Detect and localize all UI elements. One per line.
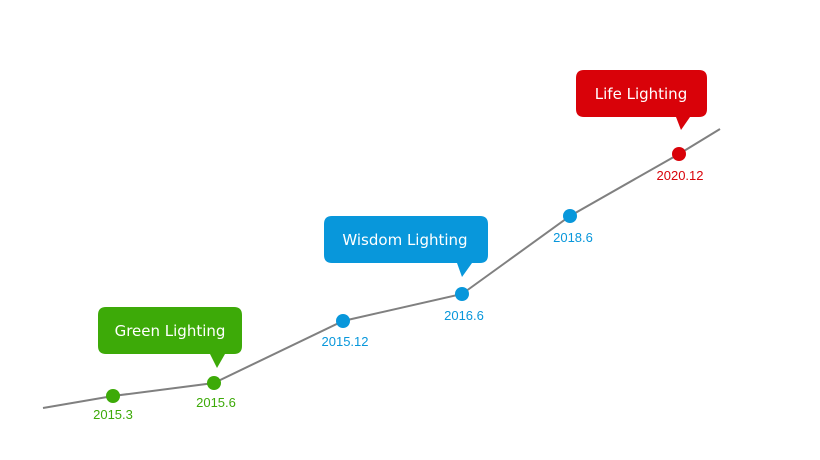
- milestone-date-label: 2018.6: [553, 230, 593, 245]
- milestone-date-label: 2015.6: [196, 395, 236, 410]
- milestone-dot: [455, 287, 469, 301]
- milestone-dot: [207, 376, 221, 390]
- callout-bubble: [576, 70, 707, 130]
- callout-green-lighting: Green Lighting: [98, 307, 242, 368]
- milestone-dot: [563, 209, 577, 223]
- milestone-dot: [672, 147, 686, 161]
- milestone-date-label: 2015.3: [93, 407, 133, 422]
- milestone-dot: [336, 314, 350, 328]
- callout-label: Life Lighting: [595, 85, 687, 103]
- callout-wisdom-lighting: Wisdom Lighting: [324, 216, 488, 277]
- callout-label: Green Lighting: [115, 322, 226, 340]
- callout-label: Wisdom Lighting: [342, 231, 467, 249]
- callout-bubble: [324, 216, 488, 277]
- callout-life-lighting: Life Lighting: [576, 70, 707, 130]
- milestone-date-label: 2015.12: [322, 334, 369, 349]
- timeline-line: [42, 128, 721, 409]
- milestone-date-label: 2020.12: [657, 168, 704, 183]
- milestone-date-label: 2016.6: [444, 308, 484, 323]
- callout-bubble: [98, 307, 242, 368]
- milestone-dot: [106, 389, 120, 403]
